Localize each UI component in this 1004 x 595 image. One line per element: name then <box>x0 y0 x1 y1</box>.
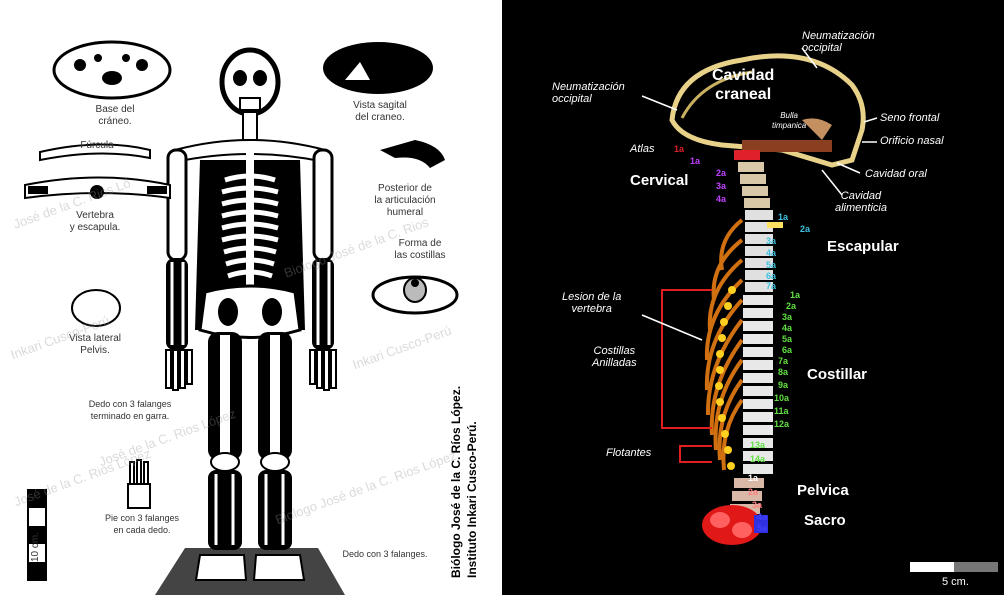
num-cervical: 2a <box>716 168 726 178</box>
label-atlas: Atlas <box>630 143 654 155</box>
rib-shape-icon <box>373 277 457 313</box>
num-pelvica: 1a <box>748 473 758 483</box>
credit-institute: Instituto Inkari Cusco-Perú. <box>466 368 478 578</box>
pointer-oral <box>837 163 860 173</box>
label-vista-sagital: Vista sagital del craneo. <box>335 100 425 124</box>
label-scale-10cm: 10 cm. <box>30 522 42 572</box>
label-escapular: Escapular <box>827 238 899 255</box>
num-costillar: 10a <box>774 393 789 403</box>
num-costillar: 3a <box>782 312 792 322</box>
label-cervical: Cervical <box>630 172 688 189</box>
label-neum-occipital-top: Neumatización occipital <box>802 30 875 54</box>
num-costillar: 13a <box>750 440 765 450</box>
label-neum-occipital-left: Neumatización occipital <box>552 81 625 105</box>
label-furcula: Fúrcula <box>62 140 132 152</box>
label-bulla-timpanica: Bulla timpanica <box>772 111 806 131</box>
label-pelvica: Pelvica <box>797 482 849 499</box>
num-escapular: 1a <box>778 212 788 222</box>
spine-panel: Neumatización occipital Neumatización oc… <box>502 0 1004 595</box>
flotantes-bracket <box>680 446 712 462</box>
humeral-joint-icon <box>380 140 445 168</box>
skull-base-icon <box>54 42 170 98</box>
label-dedo-falanges: Dedo con 3 falanges. <box>320 548 450 560</box>
label-cavidad-alimenticia: Cavidad alimenticia <box>835 190 887 214</box>
num-costillar: 12a <box>774 419 789 429</box>
num-costillar: 6a <box>782 345 792 355</box>
label-costillas-anilladas: Costillas Anilladas <box>592 345 637 369</box>
label-articulacion-humeral: Posterior de la articulación humeral <box>355 183 455 219</box>
skeleton-drawing <box>0 0 502 595</box>
num-sacro: 5a <box>757 523 767 533</box>
num-costillar: 11a <box>774 406 789 416</box>
num-escapular: 2a <box>800 224 810 234</box>
credit-author: Biólogo José de la C. Ríos López. <box>450 368 462 578</box>
label-cavidad-oral: Cavidad oral <box>865 168 927 180</box>
label-pie-falanges: Pie con 3 falanges en cada dedo. <box>82 512 202 536</box>
pointer-neum-left <box>642 96 677 110</box>
bulla-shape <box>802 118 832 140</box>
escapular-vertebrae <box>745 210 783 292</box>
num-pelvica: 3a <box>752 500 762 510</box>
label-base-craneo: Base del cráneo. <box>70 104 160 128</box>
label-sacro: Sacro <box>804 512 846 529</box>
num-costillar: 9a <box>778 380 788 390</box>
num-cervical: 4a <box>716 194 726 204</box>
cervical-vertebrae <box>734 150 770 208</box>
num-costillar: 7a <box>778 356 788 366</box>
ground-base <box>155 548 345 595</box>
num-costillar: 2a <box>786 301 796 311</box>
num-costillar: 8a <box>778 367 788 377</box>
num-pelvica: 2a <box>748 487 758 497</box>
num-escapular: 4a <box>766 248 776 258</box>
label-orificio-nasal: Orificio nasal <box>880 135 944 147</box>
num-escapular: 3a <box>766 236 776 246</box>
num-costillar: 5a <box>782 334 792 344</box>
num-sacro: 4a <box>757 512 767 522</box>
num-escapular: 7a <box>766 281 776 291</box>
num-costillar: 14a <box>750 454 765 464</box>
num-costillar: 1a <box>790 290 800 300</box>
label-cavidad-craneal: Cavidad craneal <box>712 66 774 104</box>
num-cervical: 1a <box>690 156 700 166</box>
label-lesion-vertebra: Lesion de la vertebra <box>562 291 621 315</box>
skeleton-panel: Base del cráneo. Vista sagital del crane… <box>0 0 502 595</box>
num-escapular: 6a <box>766 271 776 281</box>
num-escapular: 5a <box>766 260 776 270</box>
num-cervical: 3a <box>716 181 726 191</box>
costillas-anilladas-bracket <box>662 290 712 428</box>
pelvis <box>200 286 300 338</box>
label-seno-frontal: Seno frontal <box>880 112 939 124</box>
label-costillar: Costillar <box>807 366 867 383</box>
num-costillar: 4a <box>782 323 792 333</box>
label-dedo-garra: Dedo con 3 falanges terminado en garra. <box>60 398 200 422</box>
skull-sagital-icon <box>323 42 433 94</box>
pointer-seno <box>864 118 877 122</box>
pointer-lesion <box>642 315 702 340</box>
num-atlas: 1a <box>674 144 684 154</box>
label-flotantes: Flotantes <box>606 447 651 459</box>
label-scale-5cm: 5 cm. <box>942 576 969 588</box>
